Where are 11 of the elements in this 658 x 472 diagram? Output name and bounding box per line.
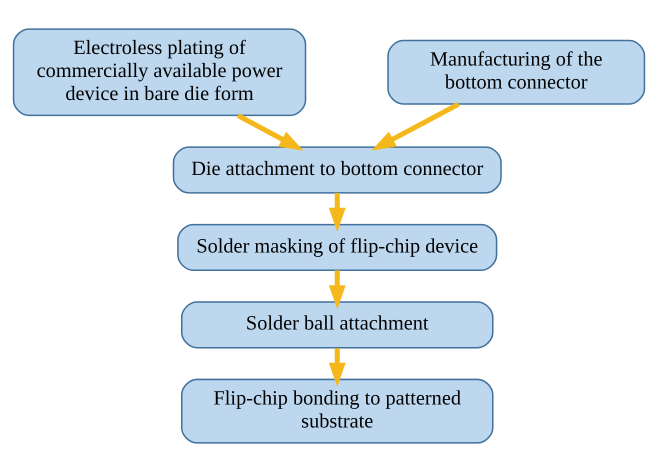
arrow — [328, 270, 346, 310]
arrow — [328, 348, 346, 387]
node-box: Solder masking of flip-chip device — [177, 224, 498, 272]
node-box: Electroless plating of commercially available power device in bare die form — [12, 28, 306, 116]
arrow — [372, 102, 460, 150]
node-box: Solder ball attachment — [180, 301, 494, 348]
arrow — [236, 113, 304, 151]
node-box: Flip-chip bonding to patterned substrate — [180, 378, 494, 444]
arrow — [328, 192, 346, 232]
node-box: Die attachment to bottom connector — [172, 146, 502, 194]
node-box: Manufacturing of the bottom connector — [387, 40, 646, 105]
